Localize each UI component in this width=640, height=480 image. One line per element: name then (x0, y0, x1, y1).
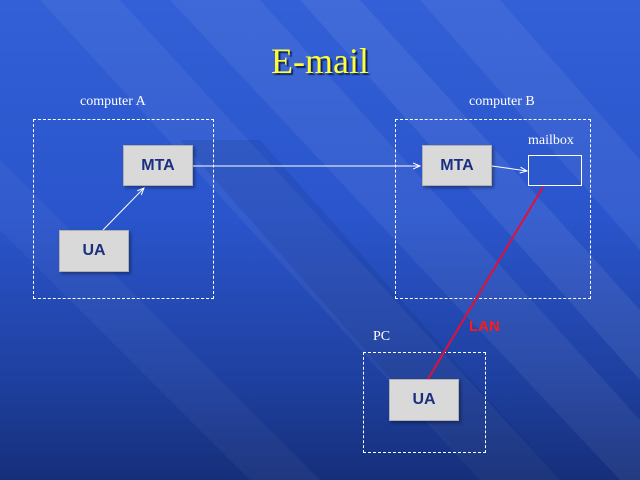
mailbox-box (528, 155, 582, 186)
computer-a-label: computer A (80, 94, 146, 109)
computer-a-ua-node: UA (59, 230, 129, 272)
computer-b-label: computer B (469, 94, 535, 109)
pc-region (363, 352, 486, 453)
computer-a-mta-node: MTA (123, 145, 193, 186)
computer-b-mta-node: MTA (422, 145, 492, 186)
pc-ua-node: UA (389, 379, 459, 421)
mailbox-label: mailbox (528, 133, 574, 148)
slide-title: E-mail (271, 41, 369, 81)
lan-link-label: LAN (469, 318, 500, 335)
pc-label: PC (373, 329, 391, 344)
computer-a-region (33, 119, 214, 299)
